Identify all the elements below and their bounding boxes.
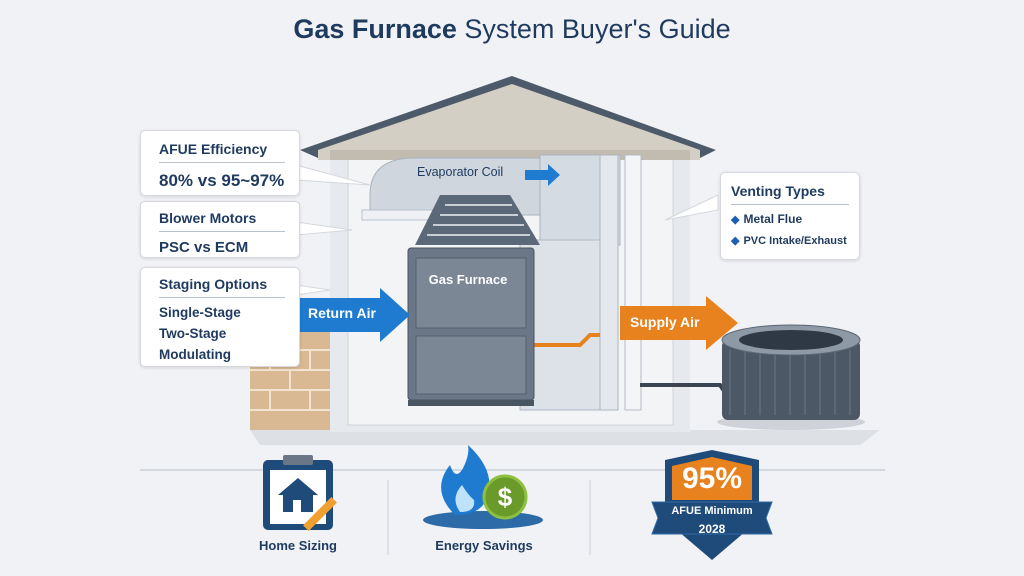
staging-item: Modulating — [159, 347, 231, 362]
diamond-bullet-icon: ◆ — [731, 235, 740, 247]
title-rest: System Buyer's Guide — [464, 14, 731, 44]
supply-air-label: Supply Air — [630, 314, 700, 330]
badge-year: 2028 — [698, 522, 726, 536]
shield-badge-icon — [651, 450, 773, 560]
energy-savings-label: Energy Savings — [435, 538, 533, 553]
staging-item: Two-Stage — [159, 326, 227, 341]
flue-pipe — [599, 154, 619, 411]
pvc-pipe — [624, 154, 642, 411]
venting-item: Metal Flue — [743, 212, 803, 226]
coil-fins — [427, 204, 530, 236]
staging-item: Single-Stage — [159, 305, 241, 320]
callout-pointers — [295, 164, 719, 296]
ground — [250, 430, 880, 445]
evaporator-coil — [415, 195, 540, 245]
callout-heading: Staging Options — [159, 276, 285, 298]
venting-item: PVC Intake/Exhaust — [743, 235, 847, 247]
furnace-label: Gas Furnace — [428, 272, 508, 287]
diamond-bullet-icon: ◆ — [731, 214, 740, 226]
badge-value: 95% — [681, 462, 743, 495]
blower-value: PSC vs ECM — [159, 239, 249, 256]
return-air-label: Return Air — [308, 305, 376, 321]
callout-heading: AFUE Efficiency — [159, 141, 285, 163]
badge-text: AFUE Minimum — [671, 505, 753, 517]
callout-blower: Blower Motors PSC vs ECM — [140, 201, 300, 258]
roof — [318, 84, 700, 160]
afue-value: 80% vs 95~97% — [159, 171, 285, 190]
home-sizing-label: Home Sizing — [258, 538, 337, 553]
gas-line — [530, 333, 600, 347]
callout-heading: Venting Types — [731, 183, 849, 205]
return-air-arrow — [296, 288, 410, 342]
coil-arrow — [525, 164, 560, 186]
title-bold: Gas Furnace — [293, 14, 457, 44]
supply-air-arrow — [620, 296, 738, 350]
callout-staging: Staging Options Single-Stage Two-Stage M… — [140, 267, 300, 367]
gas-furnace — [407, 247, 535, 406]
svg-text:$: $ — [498, 482, 513, 512]
page-title: Gas Furnace System Buyer's Guide — [0, 14, 1024, 45]
clipboard-house-icon — [263, 455, 337, 531]
flame-dollar-icon: $ — [423, 445, 543, 529]
evaporator-coil-label: Evaporator Coil — [417, 165, 504, 179]
callout-afue: AFUE Efficiency 80% vs 95~97% — [140, 130, 300, 196]
eave — [330, 150, 690, 160]
callout-venting: Venting Types ◆Metal Flue ◆PVC Intake/Ex… — [720, 172, 860, 260]
ac-condenser — [717, 324, 865, 430]
callout-heading: Blower Motors — [159, 210, 285, 232]
